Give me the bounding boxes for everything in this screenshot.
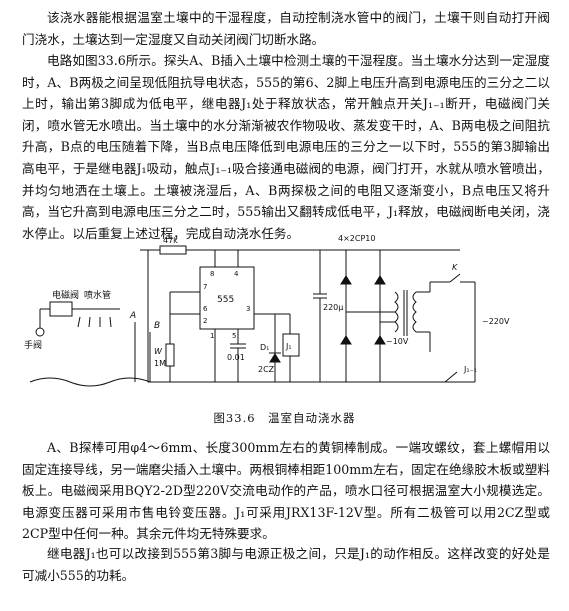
circuit-diagram: 电磁阀 喷水管 手阀 A B 47k 555 8 4 7 6 2 1 5 3 W… — [24, 234, 510, 387]
pot-1m-label: 1M — [154, 359, 166, 368]
probe-b-label: B — [154, 321, 160, 331]
pin1-label: 1 — [210, 332, 214, 340]
pin2-label: 2 — [203, 317, 207, 325]
pin4-label: 4 — [234, 270, 239, 278]
hand-valve-label: 手阀 — [24, 339, 42, 351]
filter-cap-label: 220μ — [323, 303, 343, 312]
diode-d1-label: D₁ — [260, 343, 269, 352]
relay-j1-label: J₁ — [285, 342, 292, 351]
probe-a-label: A — [129, 311, 136, 321]
cap-001-label: 0.01 — [227, 353, 245, 362]
bridge-rectifier-label: 4×2CP10 — [338, 234, 375, 243]
pin3-label: 3 — [246, 305, 250, 313]
diode-type-label: 2CZ — [258, 365, 275, 374]
pin8-label: 8 — [210, 270, 214, 278]
pin6-label: 6 — [203, 305, 208, 313]
solenoid-valve-label: 电磁阀 — [52, 289, 79, 301]
switch-k-label: K — [452, 263, 458, 272]
ic-555-label: 555 — [217, 295, 234, 305]
pot-w-label: W — [154, 347, 163, 356]
secondary-voltage-label: ~10V — [386, 337, 409, 346]
mains-voltage-label: ~220V — [482, 317, 510, 326]
pin7-label: 7 — [203, 283, 207, 291]
water-pipe-label: 喷水管 — [84, 289, 111, 301]
figure-caption: 图33.6 温室自动浇水器 — [213, 411, 356, 425]
resistor-47k-label: 47k — [163, 236, 178, 245]
intro-paragraph: 该浇水器能根据温室土壤中的干湿程度，自动控制浇水管中的阀门，土壤干则自动打开阀门… — [22, 10, 550, 47]
contact-j1-1-label: J₁₋₁ — [463, 365, 477, 374]
components-paragraph: A、B探棒可用φ4～6mm、长度300mm左右的黄铜棒制成。一端攻螺纹，套上螺帽… — [22, 440, 550, 542]
relay-note-paragraph: 继电器J₁也可以改接到555第3脚与电源正极之间，只是J₁的动作相反。这样改变的… — [22, 546, 550, 583]
pin5-label: 5 — [232, 332, 236, 340]
circuit-description-paragraph: 电路如图33.6所示。探头A、B插入土壤中检测土壤的干湿程度。当土壤水分达到一定… — [22, 53, 550, 241]
